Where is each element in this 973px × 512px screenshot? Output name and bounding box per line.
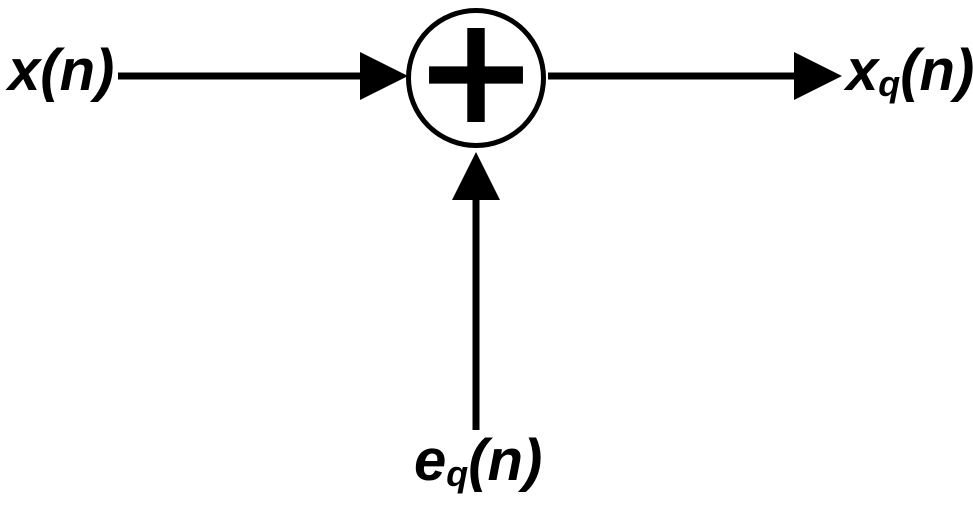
output-signal-label: xq(n) (846, 42, 973, 102)
input-signal-label: x(n) (8, 42, 114, 100)
input-arrow (118, 52, 408, 100)
noise-label-base: e (414, 428, 447, 493)
output-label-rest: (n) (900, 38, 973, 103)
error-arrow (452, 152, 500, 430)
input-label-base: x (8, 38, 41, 103)
input-label-rest: (n) (40, 38, 115, 103)
output-arrow (548, 52, 842, 100)
plus-icon: + (413, 0, 539, 158)
output-label-subscript: q (878, 63, 901, 105)
quantization-error-label: eq(n) (414, 432, 542, 492)
noise-label-subscript: q (446, 453, 469, 495)
summing-node: + (406, 0, 546, 148)
noise-label-rest: (n) (468, 428, 543, 493)
output-label-base: x (846, 38, 879, 103)
